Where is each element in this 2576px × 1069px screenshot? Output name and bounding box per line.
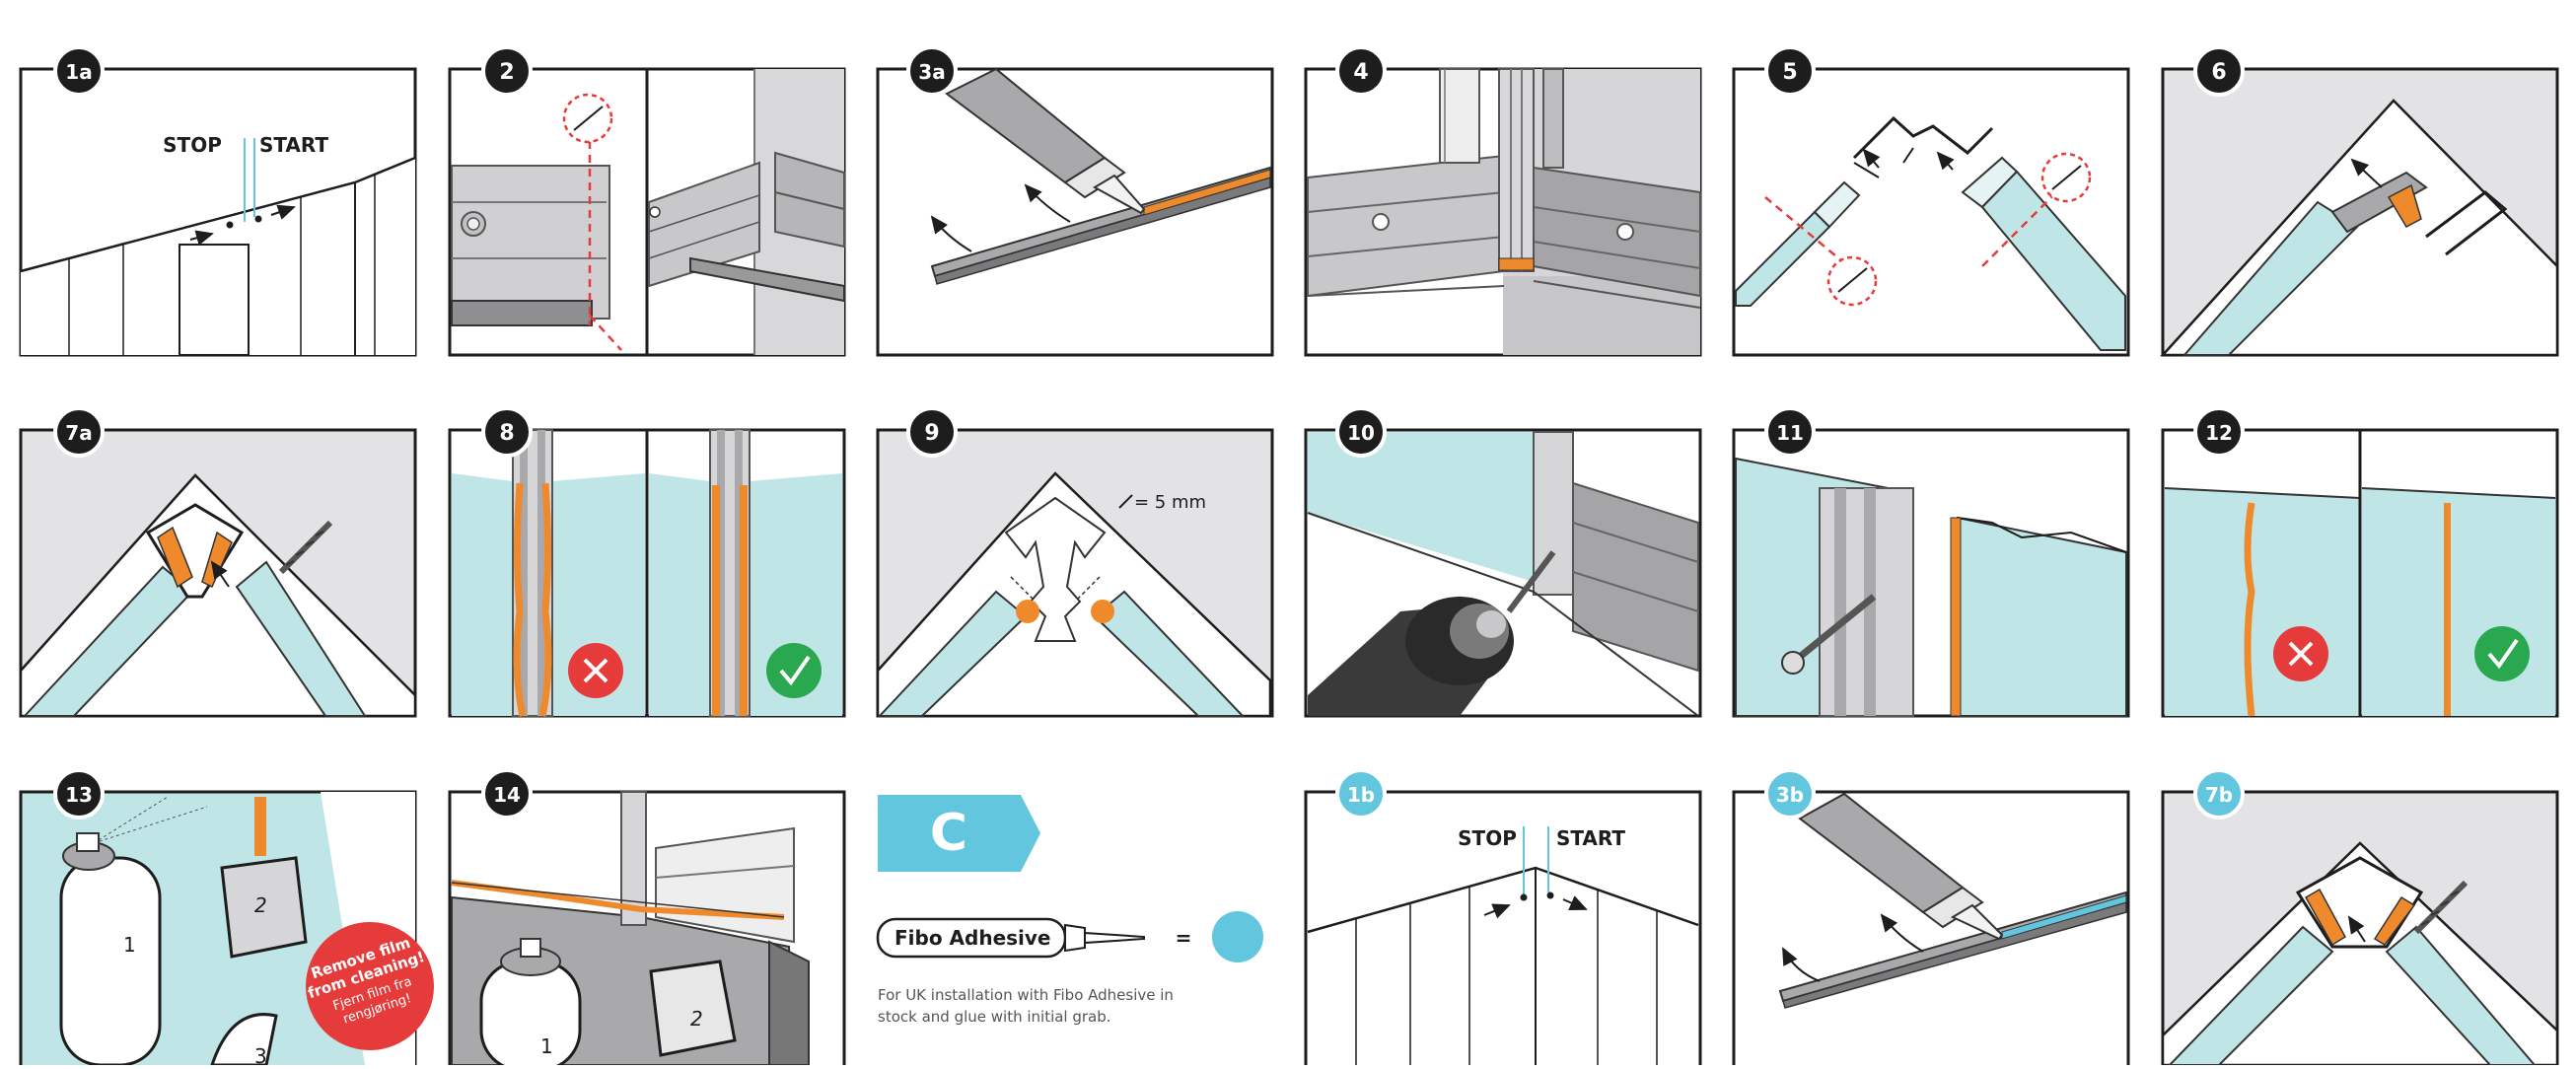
svg-text:7b: 7b	[2205, 783, 2233, 807]
svg-text:11: 11	[1776, 421, 1804, 445]
svg-text:13: 13	[65, 783, 93, 807]
svg-text:14: 14	[493, 783, 521, 807]
spray-can-icon: 1	[61, 833, 160, 1065]
step-badge-1a: 1a	[55, 47, 103, 95]
section-c: C Fibo Adhesive = For UK installation wi…	[878, 795, 1263, 1026]
panel-step-14: 1 2	[450, 792, 844, 1065]
step-badge-7a: 7a	[55, 408, 103, 456]
can-number: 1	[123, 933, 136, 957]
step-badge-3a: 3a	[908, 47, 956, 95]
svg-text:4: 4	[1353, 60, 1368, 85]
step-badge-6: 6	[2195, 47, 2243, 95]
step-badge-13: 13	[55, 770, 103, 818]
svg-text:10: 10	[1347, 421, 1375, 445]
panel-step-1a: STOP START	[21, 69, 415, 355]
adhesive-label: Fibo Adhesive	[894, 926, 1051, 950]
start-label: START	[1556, 826, 1625, 850]
bottle-number: 3	[254, 1044, 267, 1065]
cross-icon	[2273, 626, 2328, 681]
panel-step-11	[1734, 430, 2128, 716]
svg-text:2: 2	[499, 60, 514, 85]
panel-step-7b	[2163, 792, 2557, 1065]
step-badge-10: 10	[1337, 408, 1385, 456]
step-badge-1b: 1b	[1337, 770, 1385, 818]
step-badge-11: 11	[1766, 408, 1814, 456]
step-badge-12: 12	[2195, 408, 2243, 456]
cross-icon	[568, 643, 623, 698]
svg-text:3a: 3a	[918, 60, 945, 84]
adhesive-color-dot	[1212, 911, 1263, 962]
cloth-number: 2	[254, 893, 267, 917]
panel-step-3a	[878, 69, 1272, 355]
step-badge-5: 5	[1766, 47, 1814, 95]
panel-step-5	[1734, 69, 2128, 355]
panel-step-13: 1 2 3 Remove film from cleaning! Fjern f…	[21, 792, 438, 1065]
cloth-icon: 2	[651, 962, 735, 1055]
svg-text:1b: 1b	[1347, 783, 1375, 807]
section-c-letter: C	[930, 804, 967, 863]
measure-label: = 5 mm	[1134, 492, 1206, 513]
svg-text:1a: 1a	[65, 60, 92, 84]
panel-step-9: = 5 mm	[878, 430, 1272, 716]
panel-step-7a	[21, 430, 415, 716]
section-c-note-2: stock and glue with initial grab.	[878, 1008, 1111, 1026]
stop-label: STOP	[1458, 826, 1517, 850]
panel-step-4	[1306, 69, 1700, 355]
panel-step-2	[450, 69, 844, 355]
panel-step-3b	[1734, 792, 2128, 1065]
can-number: 1	[540, 1034, 553, 1058]
svg-text:9: 9	[924, 421, 939, 446]
svg-text:8: 8	[499, 421, 514, 446]
svg-text:6: 6	[2211, 60, 2226, 85]
panel-step-12	[2163, 430, 2557, 716]
step-badge-9: 9	[908, 408, 956, 456]
step-badge-14: 14	[483, 770, 531, 818]
svg-text:7a: 7a	[65, 421, 92, 445]
panel-step-8	[450, 430, 844, 716]
cloth-number: 2	[690, 1007, 703, 1031]
svg-text:12: 12	[2205, 421, 2233, 445]
step-badge-3b: 3b	[1766, 770, 1814, 818]
stop-label: STOP	[163, 133, 222, 157]
check-icon	[2474, 626, 2530, 681]
svg-text:3b: 3b	[1776, 783, 1804, 807]
panel-step-10	[1306, 430, 1700, 716]
step-badge-7b: 7b	[2195, 770, 2243, 818]
step-badge-2: 2	[483, 47, 531, 95]
step-badge-8: 8	[483, 408, 531, 456]
svg-text:5: 5	[1782, 60, 1797, 85]
panel-step-1b: STOP START	[1306, 792, 1700, 1065]
step-badge-4: 4	[1337, 47, 1385, 95]
panel-step-6	[2163, 69, 2557, 355]
check-icon	[766, 643, 822, 698]
equals-sign: =	[1176, 926, 1192, 950]
section-c-note-1: For UK installation with Fibo Adhesive i…	[878, 986, 1174, 1004]
start-label: START	[259, 133, 328, 157]
